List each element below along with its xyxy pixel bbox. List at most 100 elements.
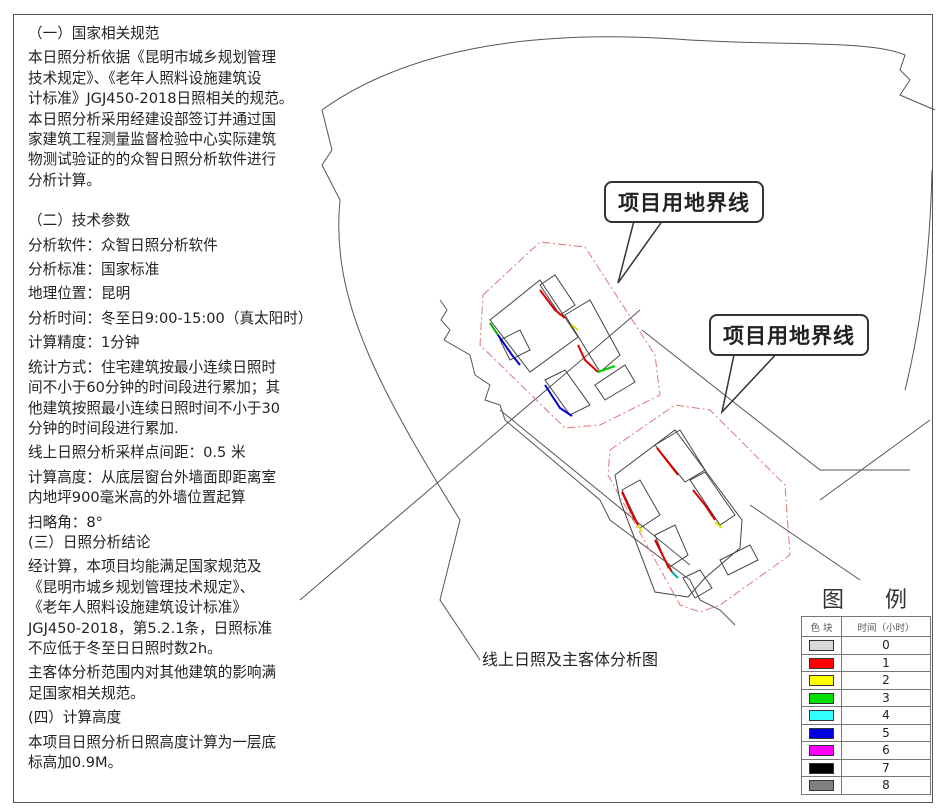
text-line: 标高加0.9M。 xyxy=(28,754,123,771)
section-3-title: (三）日照分析结论 xyxy=(28,533,151,551)
text-line: 本项目日照分析日照高度计算为一层底 xyxy=(28,733,277,751)
site-boundary-callout-1: 项目用地界线 xyxy=(604,181,764,223)
legend-col-hours: 时间（小时） xyxy=(840,616,932,637)
legend-hours: 5 xyxy=(840,723,932,742)
section-1-title: （一）国家相关规范 xyxy=(28,25,160,42)
text-line: 本日照分析依据《昆明市城乡规划管理 xyxy=(28,49,277,67)
legend-row: 8 xyxy=(801,776,932,795)
legend-row: 1 xyxy=(801,653,932,672)
section-2-title: （二）技术参数 xyxy=(28,212,131,230)
legend-color-swatch xyxy=(808,692,834,704)
param-statistics: 统计方式：住宅建筑按最小连续日照时 间不小于60分钟的时间段进行累加；其 他建筑… xyxy=(28,358,348,440)
legend-color-swatch xyxy=(808,762,834,774)
text-line: 分钟的时间段进行累加. xyxy=(28,419,179,437)
drawing-frame xyxy=(13,14,933,803)
text-line: 足国家相关规范。 xyxy=(28,684,145,702)
param-sweep-angle: 扫略角：8° xyxy=(28,513,103,531)
legend-row: 3 xyxy=(801,688,932,707)
legend-color-swatch xyxy=(808,727,834,739)
text-line: 物测试验证的的众智日照分析软件进行 xyxy=(28,151,277,169)
south-block-buildings xyxy=(614,429,759,599)
text-line: 内地坪900毫米高的外墙位置起算 xyxy=(28,489,246,507)
road-line-2 xyxy=(641,329,910,471)
text-line: 主客体分析范围内对其他建筑的影响满 xyxy=(28,664,277,682)
north-block-sunlight-lines xyxy=(489,289,616,417)
text-line: 计算高度：从底层窗台外墙面即距离室 xyxy=(28,468,277,486)
legend-hours: 1 xyxy=(840,653,932,672)
section-3-extra: 主客体分析范围内对其他建筑的影响满 足国家相关规范。 xyxy=(28,663,348,704)
text-line: 间不小于60分钟的时间段进行累加；其 xyxy=(28,379,281,397)
legend-row: 6 xyxy=(801,741,932,760)
outer-road-curve-top xyxy=(321,36,936,111)
legend-hours: 4 xyxy=(840,706,932,725)
text-line: 统计方式：住宅建筑按最小连续日照时 xyxy=(28,358,277,376)
outer-road-curve-right xyxy=(904,169,933,391)
section-3-body: 经计算，本项目均能满足国家规范及 《昆明市城乡规划管理技术规定》、 《老年人照料… xyxy=(28,557,348,659)
road-line-5 xyxy=(819,419,931,501)
param-software: 分析软件：众智日照分析软件 xyxy=(28,236,218,254)
zigzag-boundary xyxy=(439,299,736,626)
section-4-title: (四）计算高度 xyxy=(28,709,122,727)
legend-row: 4 xyxy=(801,706,932,725)
legend-hours: 6 xyxy=(840,741,932,760)
section-1-body: 本日照分析依据《昆明市城乡规划管理 技术规定》、《老年人照料设施建筑设 计标准》… xyxy=(28,48,348,191)
legend-color-swatch xyxy=(808,710,834,722)
legend-color-swatch xyxy=(808,640,834,652)
legend-swatch-cell xyxy=(801,653,842,672)
text-line: 不应低于冬至日日照时数2h。 xyxy=(28,639,222,657)
legend-hours: 0 xyxy=(840,636,932,655)
road-line-3 xyxy=(499,409,691,566)
outer-road-curve-left xyxy=(321,109,481,661)
legend-swatch-cell xyxy=(801,741,842,760)
text-line: 分析计算。 xyxy=(28,171,101,189)
legend-hours: 3 xyxy=(840,688,932,707)
legend-row: 0 xyxy=(801,636,932,655)
text-line: 计标准》JGJ450-2018日照相关的规范。 xyxy=(28,90,294,108)
text-line: 家建筑工程测量监督检验中心实际建筑 xyxy=(28,131,277,149)
text-line: JGJ450-2018，第5.2.1条，日照标准 xyxy=(28,619,273,637)
legend-title: 图 例 xyxy=(798,586,933,616)
legend-title-right: 例 xyxy=(884,588,907,613)
param-time: 分析时间：冬至日9:00-15:00（真太阳时） xyxy=(28,309,313,327)
legend-title-left: 图 xyxy=(822,588,845,613)
drawing-caption: 线上日照及主客体分析图 xyxy=(482,650,659,669)
legend-color-swatch xyxy=(808,675,834,687)
param-sampling: 线上日照分析采样点间距：0.5 米 xyxy=(28,444,246,462)
param-precision: 计算精度：1分钟 xyxy=(28,334,140,352)
legend-color-swatch xyxy=(808,745,834,757)
legend-row: 7 xyxy=(801,758,932,777)
site-boundary-south xyxy=(607,404,791,613)
legend-swatch-cell xyxy=(801,706,842,725)
north-block-buildings xyxy=(489,274,636,416)
legend-swatch-cell xyxy=(801,723,842,742)
text-line: 《老年人照料设施建筑设计标准》 xyxy=(28,599,247,617)
legend-color-swatch xyxy=(808,657,834,669)
callout-pointer-2 xyxy=(720,349,781,415)
legend-hours: 7 xyxy=(840,758,932,777)
analysis-notes: （一）国家相关规范 本日照分析依据《昆明市城乡规划管理 技术规定》、《老年人照料… xyxy=(28,24,348,773)
legend-swatch-cell xyxy=(801,636,842,655)
param-location: 地理位置：昆明 xyxy=(28,285,131,303)
param-height: 计算高度：从底层窗台外墙面即距离室 内地坪900毫米高的外墙位置起算 xyxy=(28,468,348,509)
site-boundary-north xyxy=(479,241,661,429)
legend-swatch-cell xyxy=(801,758,842,777)
text-line: 技术规定》、《老年人照料设施建筑设 xyxy=(28,69,262,87)
legend-swatch-cell xyxy=(801,776,842,795)
legend-col-color: 色 块 xyxy=(801,616,842,637)
legend-row: 2 xyxy=(801,671,932,690)
legend-swatch-cell xyxy=(801,688,842,707)
section-4-body: 本项目日照分析日照高度计算为一层底 标高加0.9M。 xyxy=(28,733,348,774)
legend-hours: 8 xyxy=(840,776,932,795)
legend-hours: 2 xyxy=(840,671,932,690)
text-line: 本日照分析采用经建设部签订并通过国 xyxy=(28,110,277,128)
road-line-4 xyxy=(749,504,861,581)
callout-pointer-1 xyxy=(617,212,669,284)
text-line: 经计算，本项目均能满足国家规范及 xyxy=(28,558,262,576)
legend-swatch-cell xyxy=(801,671,842,690)
legend-color-swatch xyxy=(808,780,834,792)
south-block-sunlight-lines xyxy=(621,447,723,579)
text-line: 《昆明市城乡规划管理技术规定》、 xyxy=(28,578,255,596)
